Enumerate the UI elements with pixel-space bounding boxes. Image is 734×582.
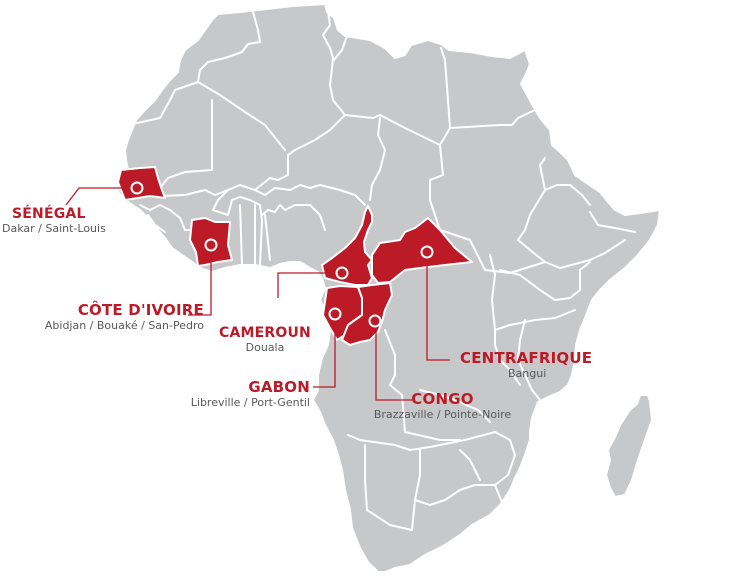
city-names: Brazzaville / Pointe-Noire — [373, 408, 512, 421]
country-borders — [127, 3, 636, 557]
city-names: Dakar / Saint-Louis — [2, 222, 106, 235]
congo-pin-icon[interactable] — [368, 314, 382, 328]
cameroun-region[interactable] — [321, 205, 373, 286]
city-names: Douala — [245, 341, 285, 354]
leader-lines — [65, 187, 450, 401]
country-name: CONGO — [411, 390, 474, 408]
country-name: CAMEROUN — [219, 325, 311, 341]
cameroun-pin-icon[interactable] — [335, 266, 349, 280]
label-centrafrique[interactable]: CENTRAFRIQUE Bangui — [460, 349, 593, 380]
label-cameroun[interactable]: CAMEROUN Douala — [215, 326, 315, 353]
gabon-pin-icon[interactable] — [328, 307, 342, 321]
city-names: Libreville / Port-Gentil — [190, 396, 310, 409]
cote-divoire-pin-icon[interactable] — [204, 238, 218, 252]
label-gabon[interactable]: GABON Libreville / Port-Gentil — [190, 378, 310, 409]
centrafrique-pin-icon[interactable] — [420, 245, 434, 259]
label-senegal[interactable]: SÉNÉGAL Dakar / Saint-Louis — [2, 206, 106, 234]
city-names: Abidjan / Bouaké / San-Pedro — [44, 319, 204, 332]
location-pins — [130, 181, 434, 328]
label-cote-divoire[interactable]: CÔTE D'IVOIRE Abidjan / Bouaké / San-Ped… — [44, 301, 204, 332]
city-names: Bangui — [508, 367, 547, 380]
senegal-pin-icon[interactable] — [130, 181, 144, 195]
country-name: CÔTE D'IVOIRE — [77, 301, 204, 319]
country-name: GABON — [248, 378, 310, 396]
congo-region[interactable] — [341, 282, 393, 346]
country-name: SÉNÉGAL — [12, 206, 86, 222]
madagascar — [605, 394, 653, 498]
country-name: CENTRAFRIQUE — [460, 349, 593, 367]
label-congo[interactable]: CONGO Brazzaville / Pointe-Noire — [365, 390, 520, 421]
